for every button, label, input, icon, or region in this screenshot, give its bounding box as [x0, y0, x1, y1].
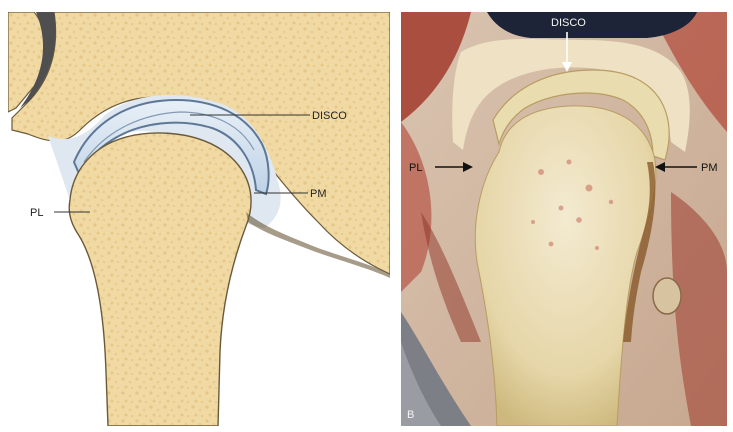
tmj-illustration: DISCO PM PL [8, 12, 390, 426]
photo-disc-label: DISCO [551, 17, 586, 29]
medial-pole-label: PM [310, 188, 327, 200]
photo-lateral-pole-label: PL [409, 162, 422, 174]
specimen-photo: DISCO PL PM B [401, 12, 727, 426]
panel-letter: B [407, 409, 414, 421]
disc-label: DISCO [312, 110, 347, 122]
lateral-pole-label: PL [30, 207, 43, 219]
illustration-panel: DISCO PM PL [8, 12, 390, 426]
photo-medial-pole-label: PM [701, 162, 718, 174]
specimen-photo-panel: DISCO PL PM B [401, 12, 727, 426]
